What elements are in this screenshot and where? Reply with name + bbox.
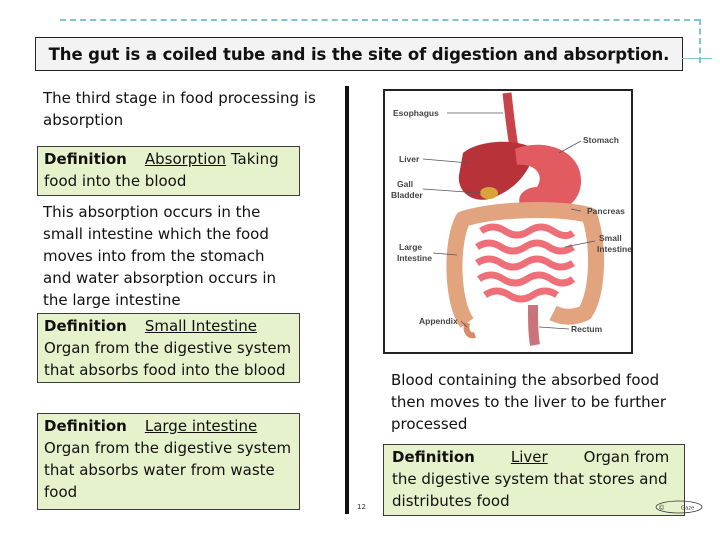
definition-text-absorption: Taking food into the blood (44, 150, 279, 190)
definition-text-liver: Organ from the digestive system that sto… (392, 448, 670, 510)
definition-absorption-box: Definition Absorption Taking food into th… (37, 146, 300, 196)
small-intestine-shape (475, 223, 576, 303)
definition-term-liver: Liver (510, 448, 548, 466)
gall-bladder-shape (480, 187, 498, 199)
large-intestine-shape (446, 202, 605, 328)
definition-text-large-intestine: Organ from the digestive system that abs… (44, 439, 292, 501)
decorative-dashed-line (60, 19, 700, 21)
definition-small-intestine-box: Definition Small Intestine Organ from the… (37, 313, 300, 383)
label-large: Large (399, 242, 422, 252)
label-large-intestine: Intestine (397, 253, 432, 263)
label-stomach: Stomach (583, 135, 619, 145)
definition-label: Definition (392, 448, 475, 466)
logo-text: Gaze (681, 506, 694, 512)
appendix-shape (463, 322, 476, 339)
definition-term-large-intestine: Large intestine (144, 417, 258, 435)
digestive-system-diagram: Esophagus Stomach Liver Gall Bladder Pan… (383, 89, 633, 354)
digestive-system-illustration: Esophagus Stomach Liver Gall Bladder Pan… (391, 92, 631, 346)
slide-number: 12 (357, 503, 366, 511)
absorption-explanation: This absorption occurs in the small inte… (43, 203, 276, 309)
definition-term-absorption: Absorption (144, 150, 227, 168)
blood-liver-text: Blood containing the absorbed food then … (391, 371, 667, 433)
title-tail-line (682, 58, 712, 59)
label-bladder: Bladder (391, 190, 423, 200)
definition-label: Definition (44, 317, 127, 335)
svg-text:©: © (659, 504, 665, 512)
label-esophagus: Esophagus (393, 108, 439, 118)
definition-label: Definition (44, 150, 127, 168)
label-small: Small (599, 233, 622, 243)
rectum-shape (528, 304, 540, 346)
decorative-dashed-line-vertical (699, 19, 701, 63)
slide-title: The gut is a coiled tube and is the site… (35, 37, 683, 71)
label-gall: Gall (397, 179, 413, 189)
column-divider (345, 86, 349, 514)
stomach-shape (515, 144, 582, 214)
slide-title-text: The gut is a coiled tube and is the site… (48, 44, 670, 64)
label-intestine: Intestine (597, 244, 631, 254)
definition-text-small-intestine: Organ from the digestive system that abs… (44, 339, 292, 379)
label-rectum: Rectum (571, 324, 603, 334)
label-pancreas: Pancreas (587, 206, 625, 216)
definition-label: Definition (44, 417, 127, 435)
label-appendix: Appendix (419, 316, 458, 326)
definition-large-intestine-box: Definition Large intestine Organ from the… (37, 413, 300, 510)
intro-text: The third stage in food processing is ab… (43, 89, 316, 129)
label-liver: Liver (399, 154, 420, 164)
logo: © Gaze (655, 500, 703, 514)
definition-term-small-intestine: Small Intestine (144, 317, 257, 335)
